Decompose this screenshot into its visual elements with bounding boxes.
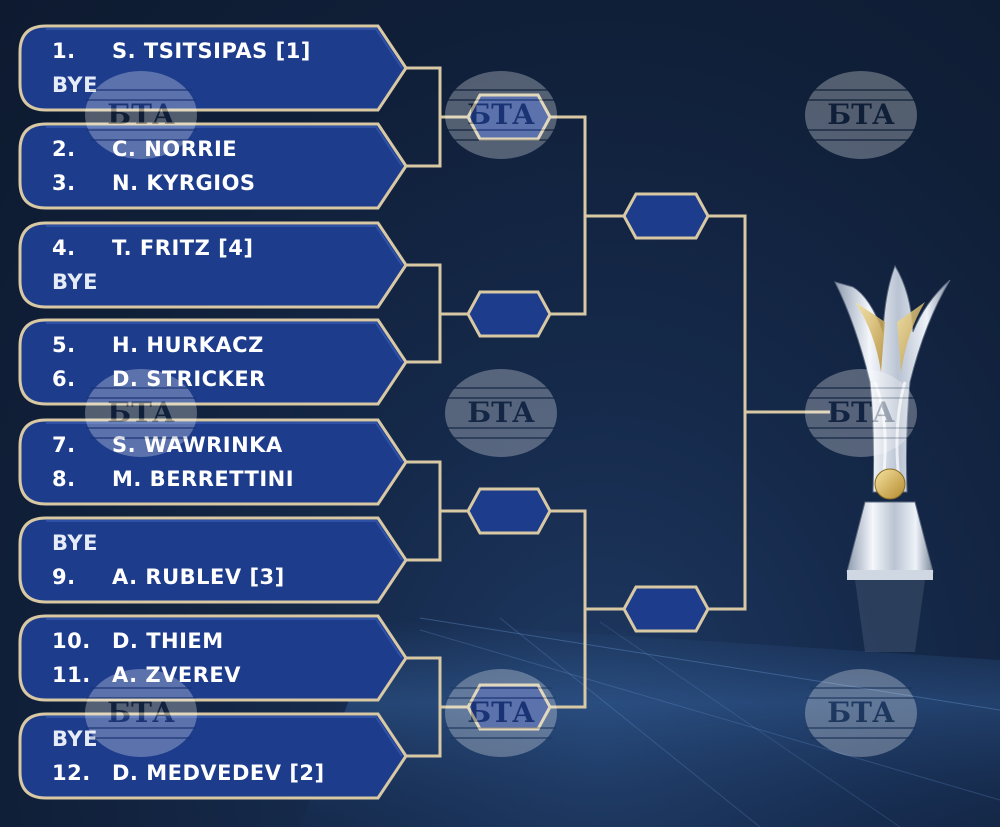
player-name: D. THIEM xyxy=(112,629,224,653)
player-name: A. ZVEREV xyxy=(112,663,242,687)
bye-label: BYE xyxy=(52,73,98,97)
player-name: D. MEDVEDEV [2] xyxy=(112,761,325,785)
player-entry: BYE xyxy=(52,266,98,298)
svg-text:БТА: БТА xyxy=(827,98,895,131)
bta-watermark-logo: БТА xyxy=(82,366,200,460)
player-entry: BYE xyxy=(52,69,98,101)
svg-text:БТА: БТА xyxy=(827,396,895,429)
svg-text:БТА: БТА xyxy=(467,696,535,729)
sf-marker-2 xyxy=(622,585,710,633)
player-entry: 4. T. FRITZ [4] xyxy=(52,232,253,264)
bta-watermark-logo: БТА xyxy=(802,68,920,162)
player-name: C. NORRIE xyxy=(112,137,238,161)
bta-watermark-logo: БТА xyxy=(442,666,560,760)
bye-label: BYE xyxy=(52,270,98,294)
bta-watermark-logo: БТА xyxy=(442,366,560,460)
svg-text:БТА: БТА xyxy=(467,98,535,131)
qf-marker-3 xyxy=(466,487,552,535)
player-entry: 5. H. HURKACZ xyxy=(52,329,264,361)
player-number: 12. xyxy=(52,761,91,785)
player-name: H. HURKACZ xyxy=(112,333,264,357)
player-entry: 12. D. MEDVEDEV [2] xyxy=(52,757,325,789)
player-number: 7. xyxy=(52,433,76,457)
player-number: 3. xyxy=(52,171,76,195)
player-entry: 7. S. WAWRINKA xyxy=(52,429,283,461)
match-slot-1: 1. S. TSITSIPAS [1] BYE xyxy=(18,24,408,112)
player-name: T. FRITZ [4] xyxy=(112,236,254,260)
player-number: 5. xyxy=(52,333,76,357)
player-number: 10. xyxy=(52,629,91,653)
bye-label: BYE xyxy=(52,727,98,751)
qf-marker-4 xyxy=(466,683,552,731)
bta-watermark-logo: БТА xyxy=(82,666,200,760)
player-number: 9. xyxy=(52,565,76,589)
player-number: 1. xyxy=(52,39,76,63)
player-entry: BYE xyxy=(52,723,98,755)
player-entry: 9. A. RUBLEV [3] xyxy=(52,561,285,593)
match-slot-7: 10. D. THIEM 11. A. ZVEREV xyxy=(18,614,408,702)
svg-text:БТА: БТА xyxy=(107,696,175,729)
player-name: S. TSITSIPAS [1] xyxy=(112,39,311,63)
player-entry: 2. C. NORRIE xyxy=(52,133,237,165)
player-name: S. WAWRINKA xyxy=(112,433,283,457)
player-entry: BYE xyxy=(52,527,98,559)
trophy-image xyxy=(834,264,951,652)
player-number: 8. xyxy=(52,467,76,491)
qf-marker-1 xyxy=(466,93,552,141)
player-name: M. BERRETTINI xyxy=(112,467,295,491)
player-entry: 8. M. BERRETTINI xyxy=(52,463,294,495)
match-slot-4: 5. H. HURKACZ 6. D. STRICKER xyxy=(18,318,408,406)
player-name: D. STRICKER xyxy=(112,367,266,391)
svg-text:БТА: БТА xyxy=(107,396,175,429)
player-name: A. RUBLEV [3] xyxy=(112,565,285,589)
player-entry: 3. N. KYRGIOS xyxy=(52,167,256,199)
player-number: 11. xyxy=(52,663,91,687)
player-entry: 10. D. THIEM xyxy=(52,625,224,657)
match-slot-8: BYE 12. D. MEDVEDEV [2] xyxy=(18,712,408,800)
match-slot-5: 7. S. WAWRINKA 8. M. BERRETTINI xyxy=(18,418,408,506)
bta-watermark-logo: БТА xyxy=(442,68,560,162)
player-entry: 6. D. STRICKER xyxy=(52,363,266,395)
bta-watermark-logo: БТА xyxy=(802,666,920,760)
match-slot-2: 2. C. NORRIE 3. N. KYRGIOS xyxy=(18,122,408,210)
player-entry: 11. A. ZVEREV xyxy=(52,659,241,691)
player-name: N. KYRGIOS xyxy=(112,171,256,195)
player-number: 6. xyxy=(52,367,76,391)
bta-watermark-logo: БТА xyxy=(802,366,920,460)
match-slot-6: BYE 9. A. RUBLEV [3] xyxy=(18,516,408,604)
player-entry: 1. S. TSITSIPAS [1] xyxy=(52,35,311,67)
svg-text:БТА: БТА xyxy=(107,98,175,131)
match-slot-3: 4. T. FRITZ [4] BYE xyxy=(18,221,408,309)
sf-marker-1 xyxy=(622,192,710,240)
bye-label: BYE xyxy=(52,531,98,555)
player-number: 4. xyxy=(52,236,76,260)
svg-text:БТА: БТА xyxy=(827,696,895,729)
player-number: 2. xyxy=(52,137,76,161)
svg-text:БТА: БТА xyxy=(467,396,535,429)
qf-marker-2 xyxy=(466,290,552,338)
bta-watermark-logo: БТА xyxy=(82,68,200,162)
